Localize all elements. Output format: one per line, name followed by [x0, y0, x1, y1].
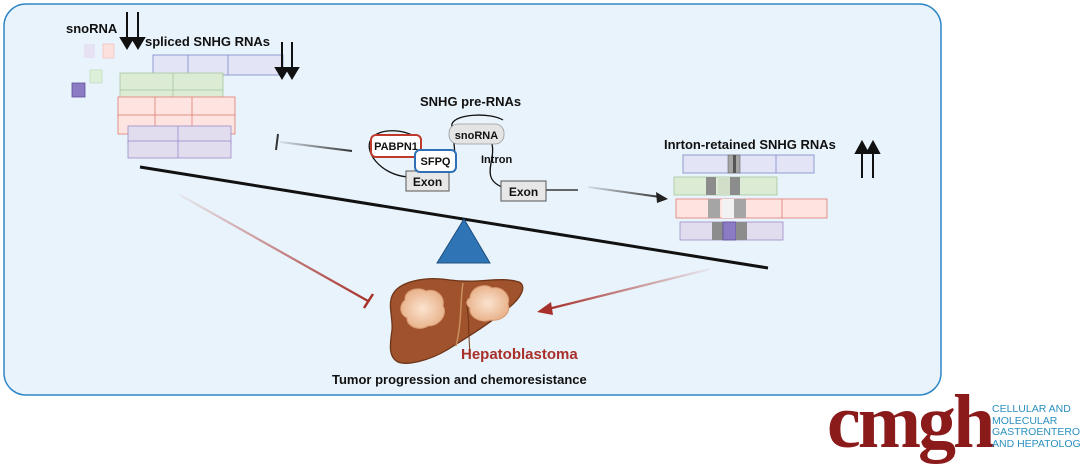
retained-rna-bar-green — [673, 176, 778, 196]
snorna-fragment — [71, 82, 86, 98]
sfpq-label: SFPQ — [421, 156, 451, 168]
spliced-rna-group — [71, 43, 284, 159]
snorna-fragment — [84, 44, 95, 58]
retained-label: Inrton-retained SNHG RNAs — [664, 137, 836, 152]
pre-rna-title: SNHG pre-RNAs — [420, 94, 521, 109]
journal-name-line: CELLULAR AND — [992, 403, 1071, 415]
retained-rna-bar-purple — [679, 221, 784, 241]
liver-illustration — [389, 278, 524, 364]
spliced-rna-bar-blue — [152, 54, 284, 76]
snorna-box-label: snoRNA — [455, 130, 498, 142]
tumor-left — [400, 288, 445, 329]
intron-label: Intron — [481, 154, 512, 166]
exon-right-label: Exon — [509, 185, 538, 199]
retained-arrow — [587, 186, 668, 203]
inhibit-tumor-arrow — [179, 194, 375, 309]
retained-rna-bar-red — [675, 198, 828, 219]
exon-right-box: Exon — [500, 180, 547, 202]
cmgh-logo: cmgh — [827, 380, 995, 464]
diagram-panel — [3, 3, 942, 396]
retained-rna-bar-blue — [682, 154, 815, 174]
exon-left-label: Exon — [413, 175, 442, 189]
down-arrows-spliced-icon — [274, 42, 300, 80]
spliced-label: spliced SNHG RNAs — [145, 34, 270, 49]
balance-fulcrum — [436, 218, 491, 264]
journal-name-line: AND HEPATOLOGY — [992, 437, 1080, 450]
balance-beam — [139, 165, 769, 270]
snorna-fragment — [102, 43, 115, 59]
pabpn1-label: PABPN1 — [374, 141, 418, 153]
tumor-right — [466, 285, 510, 322]
retained-rna-group — [673, 154, 828, 241]
outcome-label: Tumor progression and chemoresistance — [332, 372, 587, 387]
pabpn1-protein: PABPN1 — [370, 134, 422, 158]
exon-left-box: Exon — [405, 170, 450, 192]
snorna-box: snoRNA — [448, 123, 505, 145]
promote-tumor-arrow — [537, 267, 711, 315]
snorna-fragment — [89, 69, 103, 84]
inhibit-spliced-arrow — [275, 133, 353, 152]
spliced-rna-bar-purple — [127, 125, 232, 159]
journal-name: CELLULAR AND MOLECULAR GASTROENTEROLOGY … — [992, 403, 1080, 450]
down-arrows-snorna-icon — [119, 12, 146, 50]
journal-name-line: GASTROENTEROLOGY — [992, 426, 1080, 438]
up-arrows-icon — [854, 139, 881, 178]
journal-name-line: MOLECULAR — [992, 414, 1058, 427]
disease-label: Hepatoblastoma — [461, 346, 578, 363]
sfpq-protein: SFPQ — [414, 149, 457, 173]
snorna-label: snoRNA — [66, 21, 118, 36]
